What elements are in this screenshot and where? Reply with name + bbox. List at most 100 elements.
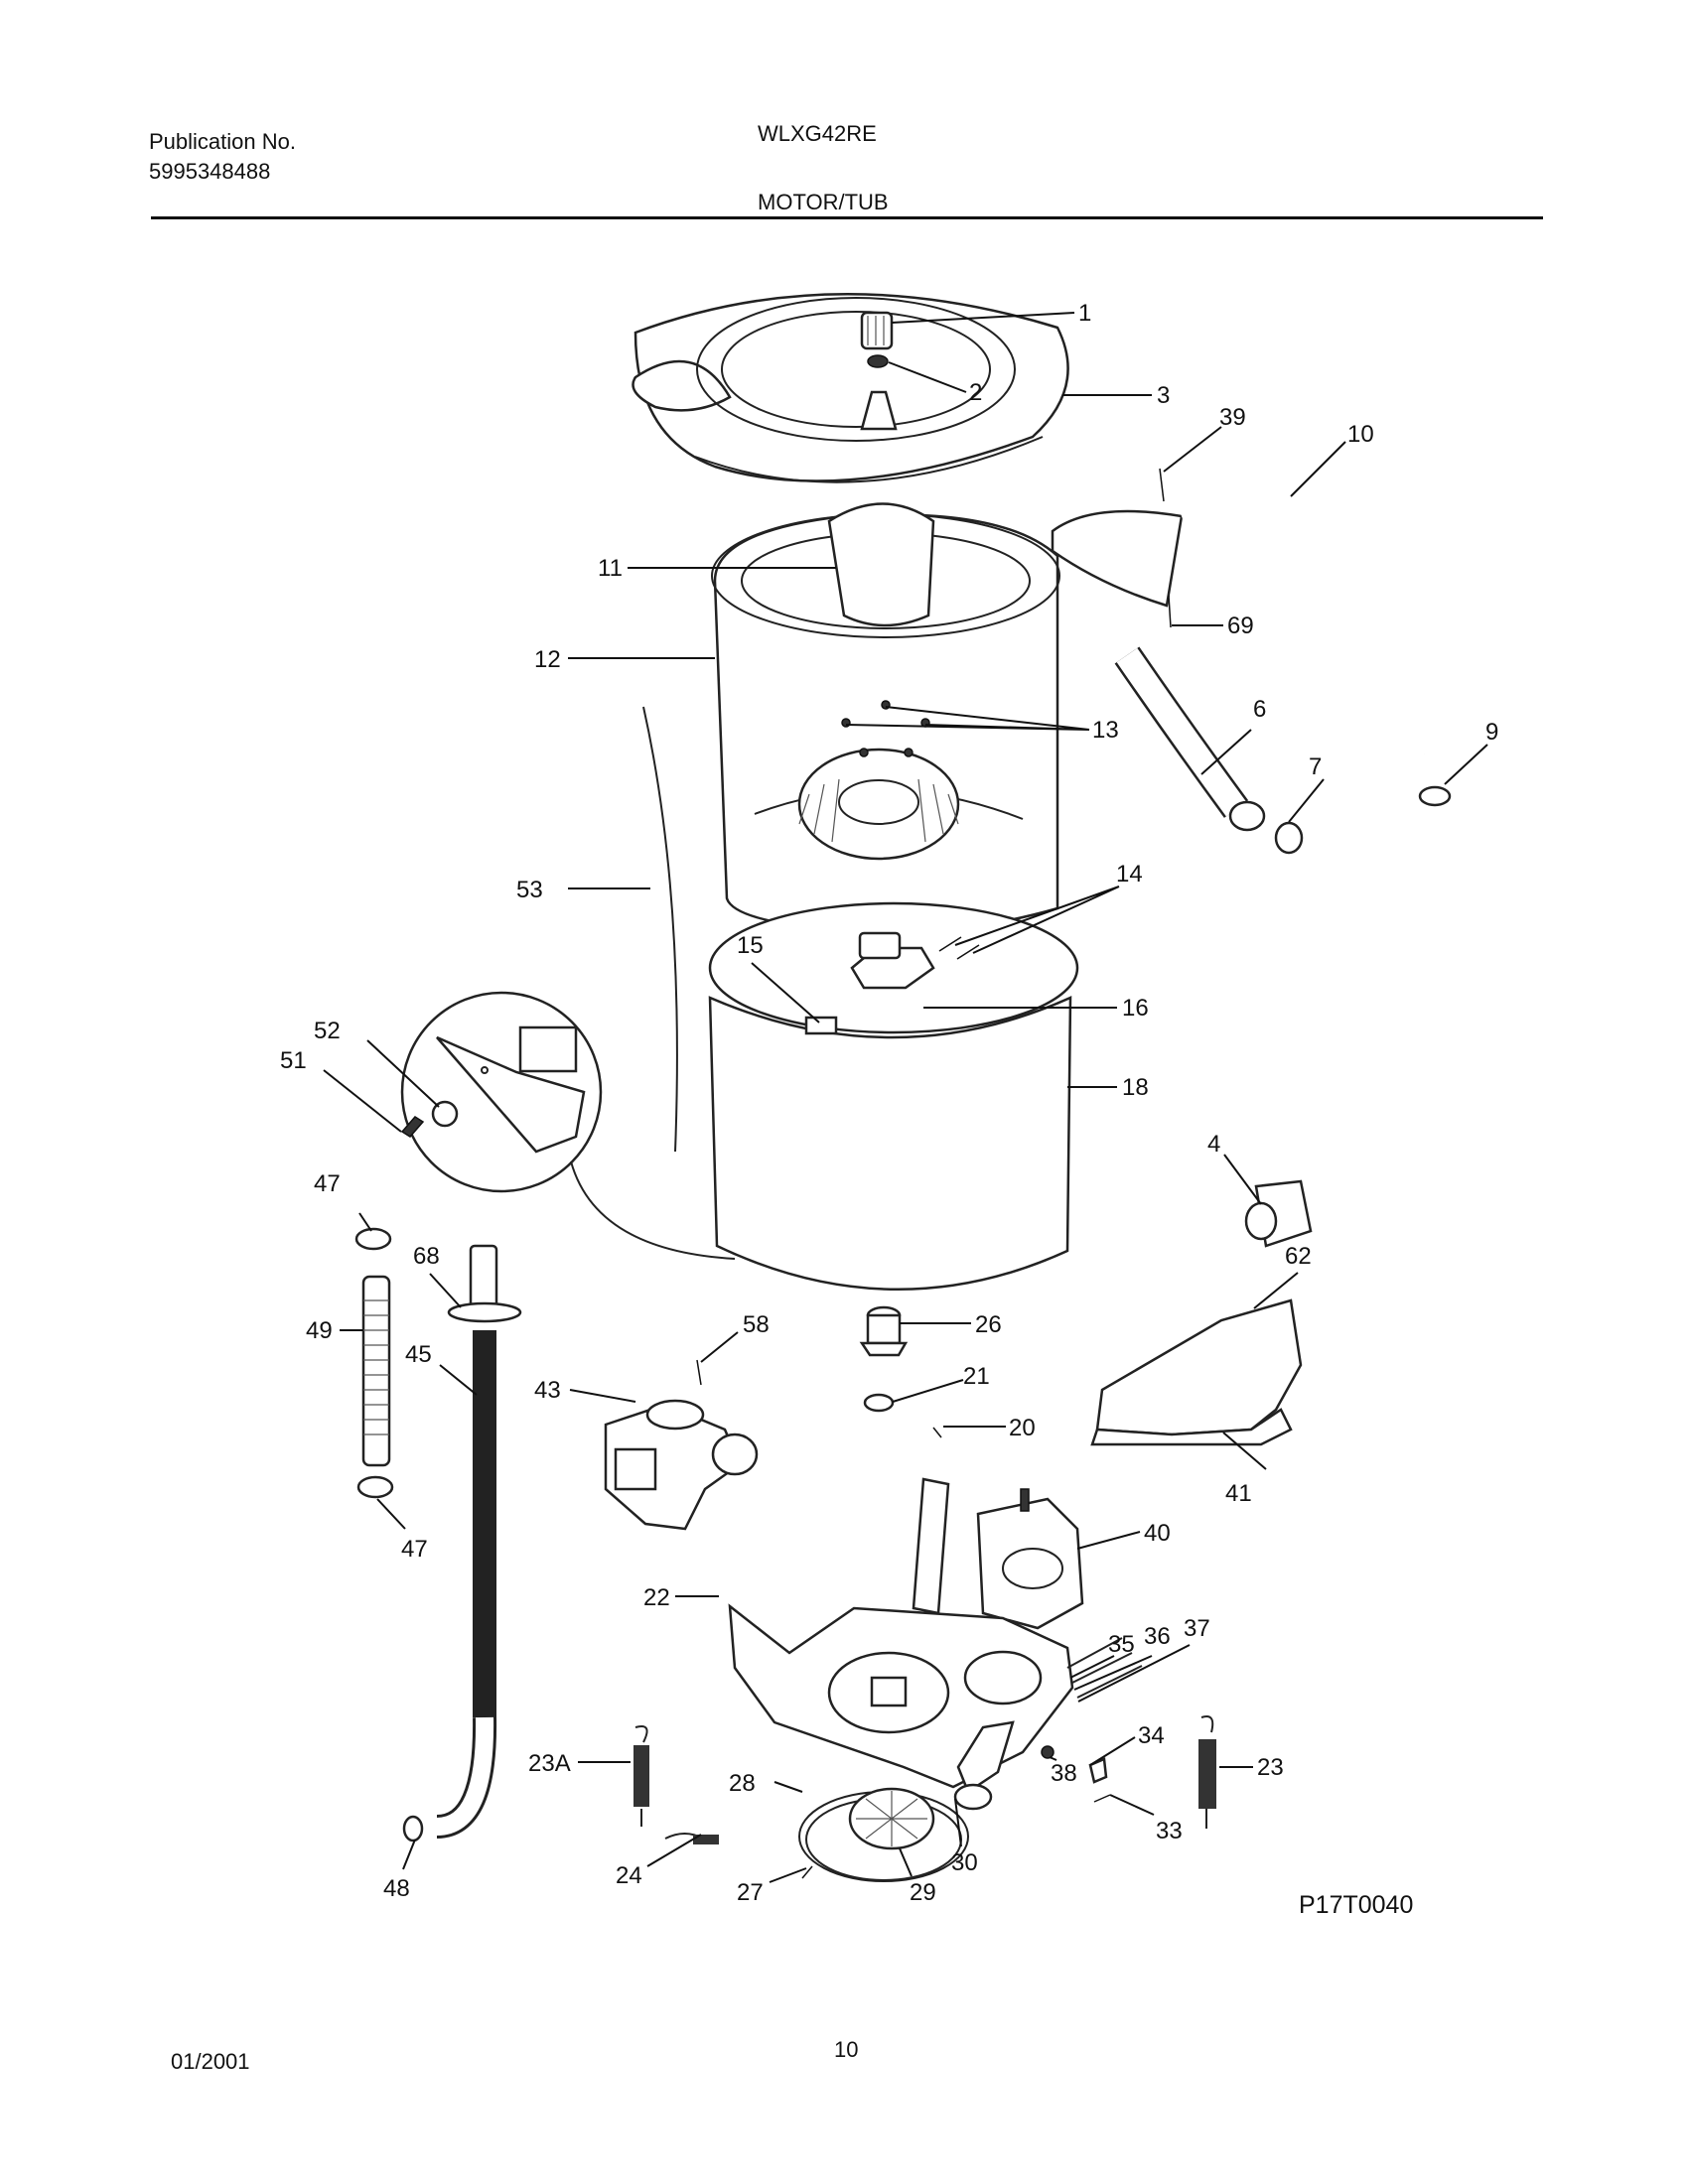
tub-bolts — [938, 936, 980, 960]
drive-motor — [976, 1488, 1084, 1630]
detail-callout — [400, 991, 736, 1260]
capacitor — [1244, 1179, 1313, 1248]
callout-3: 3 — [1157, 382, 1170, 409]
header-rule — [151, 216, 1543, 219]
left-suspension-spring — [633, 1725, 649, 1827]
drain-hose — [1114, 646, 1266, 832]
callout-43: 43 — [534, 1377, 561, 1404]
callout-labels: 1 2 3 39 10 69 11 12 13 6 9 7 14 53 15 1… — [280, 300, 1498, 1906]
callout-13: 13 — [1092, 717, 1119, 744]
drain-hose-long — [436, 1244, 522, 1839]
callout-27: 27 — [737, 1879, 764, 1906]
motor-mount-plate — [728, 1477, 1074, 1794]
callout-9: 9 — [1485, 719, 1498, 746]
pump-screw — [696, 1359, 702, 1386]
coupling-screw — [932, 1427, 942, 1438]
callout-53: 53 — [516, 877, 543, 903]
publication-label: Publication No. — [149, 129, 296, 154]
motor-clip — [1088, 1757, 1108, 1784]
motor-pulley — [953, 1783, 993, 1811]
callout-36: 36 — [1144, 1623, 1171, 1650]
callout-24: 24 — [616, 1862, 642, 1889]
callout-37: 37 — [1184, 1615, 1210, 1642]
right-suspension-spring — [1198, 1715, 1216, 1829]
drain-connector-hose — [361, 1275, 391, 1467]
lower-hose-clamp — [356, 1475, 394, 1499]
tub-bracket — [804, 1016, 838, 1035]
tub-ring — [632, 293, 1069, 483]
top-screw — [1159, 468, 1165, 502]
callout-58: 58 — [743, 1311, 770, 1338]
callout-16: 16 — [1122, 995, 1149, 1022]
overflow-tube — [642, 706, 678, 1153]
callout-12: 12 — [534, 646, 561, 673]
callout-52: 52 — [314, 1018, 341, 1044]
end-hose-clamp — [402, 1815, 424, 1843]
callout-28: 28 — [729, 1770, 756, 1797]
callout-35: 35 — [1108, 1631, 1135, 1658]
callout-4: 4 — [1207, 1131, 1220, 1158]
callout-30: 30 — [951, 1849, 978, 1876]
wash-basket — [711, 502, 1060, 934]
callout-23: 23 — [1257, 1754, 1284, 1781]
coupling-washer — [863, 1393, 895, 1413]
callout-2: 2 — [969, 379, 982, 406]
hose-clamp — [1418, 785, 1452, 807]
section-title: MOTOR/TUB — [758, 190, 889, 214]
inlet-hose — [1051, 486, 1438, 755]
drain-pump — [604, 1399, 759, 1531]
callout-62: 62 — [1285, 1243, 1312, 1270]
agitator-cap — [860, 311, 894, 350]
center-spring — [664, 1833, 719, 1844]
drive-coupling — [859, 1305, 909, 1357]
callout-18: 18 — [1122, 1074, 1149, 1101]
drawing-code: P17T0040 — [1299, 1891, 1414, 1919]
callout-15: 15 — [737, 932, 764, 959]
agitator-post — [860, 390, 898, 431]
motor-nut — [1041, 1745, 1055, 1759]
motor-wiring — [1066, 1637, 1143, 1699]
callout-51: 51 — [280, 1047, 307, 1074]
callout-47-upper: 47 — [314, 1170, 341, 1197]
callout-20: 20 — [1009, 1415, 1036, 1441]
publication-number: 5995348488 — [149, 159, 271, 184]
callout-7: 7 — [1309, 753, 1322, 780]
callout-40: 40 — [1144, 1520, 1171, 1547]
belt-screw — [801, 1865, 813, 1879]
callout-10: 10 — [1347, 421, 1374, 448]
leader-lines — [323, 312, 1488, 1883]
agitator-washer — [867, 354, 889, 368]
drive-pulley — [848, 1787, 935, 1850]
callout-23A: 23A — [528, 1750, 571, 1777]
upper-hose-clamp — [354, 1227, 392, 1251]
callout-38: 38 — [1051, 1760, 1077, 1787]
motor-clip-screw — [1093, 1794, 1111, 1803]
callout-29: 29 — [910, 1879, 936, 1906]
callout-49: 49 — [306, 1317, 333, 1344]
callout-45: 45 — [405, 1341, 432, 1368]
callout-33: 33 — [1156, 1818, 1183, 1844]
motor-shield — [1090, 1298, 1303, 1446]
detail-washer — [431, 1100, 459, 1128]
callout-1: 1 — [1078, 300, 1091, 327]
page-number: 10 — [834, 2037, 859, 2062]
bottom-screw — [1168, 595, 1172, 628]
model-number: WLXG42RE — [758, 121, 877, 146]
callout-68: 68 — [413, 1243, 440, 1270]
callout-11: 11 — [598, 555, 623, 582]
hose-seal-ring — [1274, 821, 1304, 855]
callout-69: 69 — [1227, 613, 1254, 639]
callout-22: 22 — [643, 1584, 670, 1611]
callout-39: 39 — [1219, 404, 1246, 431]
callout-48: 48 — [383, 1875, 410, 1902]
callout-41: 41 — [1225, 1480, 1252, 1507]
footer-date: 01/2001 — [171, 2049, 250, 2074]
basket-bolts — [841, 700, 930, 757]
callout-34: 34 — [1138, 1722, 1165, 1749]
outer-tub — [708, 901, 1079, 1291]
callout-26: 26 — [975, 1311, 1002, 1338]
detail-screw — [400, 1116, 425, 1138]
callout-6: 6 — [1253, 696, 1266, 723]
callout-21: 21 — [963, 1363, 990, 1390]
